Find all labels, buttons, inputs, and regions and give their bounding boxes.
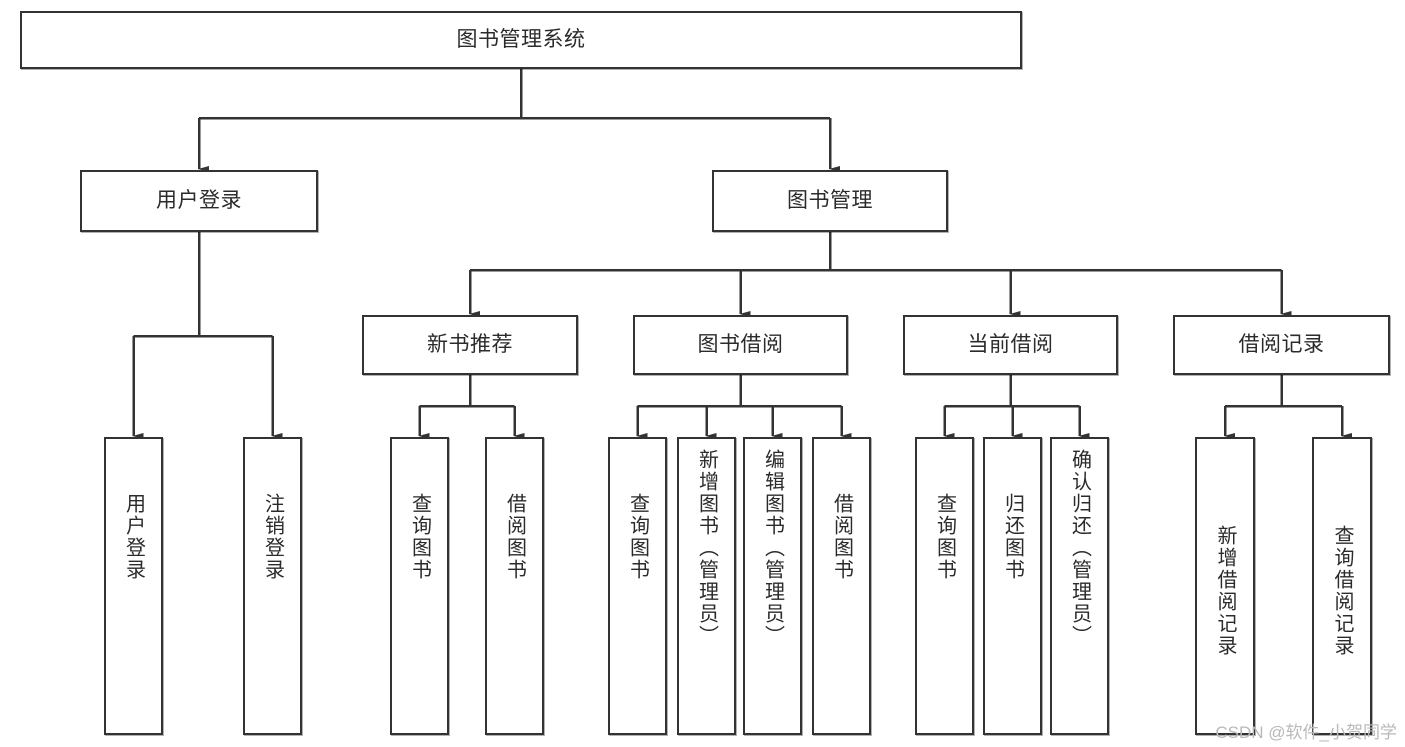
node-leaf-cur-3[interactable]: 确认归还（管理员） [1050, 437, 1109, 735]
node-label-borrow: 图书借阅 [697, 333, 784, 357]
node-label-bookmgr: 图书管理 [787, 189, 873, 213]
node-label-leaf-cur-1: 查询图书 [933, 493, 956, 581]
node-leaf-rec-2[interactable]: 查询借阅记录 [1312, 437, 1372, 735]
node-leaf-login-1[interactable]: 用户登录 [104, 437, 163, 735]
node-records[interactable]: 借阅记录 [1173, 315, 1390, 375]
node-login[interactable]: 用户登录 [80, 170, 318, 232]
node-root[interactable]: 图书管理系统 [20, 11, 1022, 69]
node-label-leaf-rec-1: 新增借阅记录 [1214, 525, 1236, 657]
node-label-leaf-new-1: 查询图书 [408, 493, 431, 581]
node-label-current: 当前借阅 [967, 333, 1054, 357]
node-leaf-new-1[interactable]: 查询图书 [390, 437, 449, 735]
node-label-leaf-cur-3: 确认归还（管理员） [1068, 449, 1091, 647]
node-label-leaf-bor-3: 编辑图书（管理员） [761, 449, 784, 647]
node-label-login: 用户登录 [156, 189, 242, 213]
node-label-leaf-new-2: 借阅图书 [503, 493, 526, 581]
node-label-leaf-bor-4: 借阅图书 [830, 493, 853, 581]
node-label-leaf-bor-1: 查询图书 [626, 493, 649, 581]
node-label-records: 借阅记录 [1238, 333, 1325, 357]
node-label-newbook: 新书推荐 [427, 333, 513, 357]
node-newbook[interactable]: 新书推荐 [362, 315, 578, 375]
node-leaf-bor-4[interactable]: 借阅图书 [812, 437, 871, 735]
node-borrow[interactable]: 图书借阅 [633, 315, 848, 375]
node-leaf-cur-2[interactable]: 归还图书 [983, 437, 1042, 735]
node-label-leaf-cur-2: 归还图书 [1001, 493, 1024, 581]
watermark-label: CSDN @软件_小贺同学 [1215, 723, 1397, 742]
node-leaf-login-2[interactable]: 注销登录 [243, 437, 302, 735]
node-leaf-new-2[interactable]: 借阅图书 [485, 437, 544, 735]
node-leaf-bor-1[interactable]: 查询图书 [608, 437, 667, 735]
node-leaf-cur-1[interactable]: 查询图书 [915, 437, 974, 735]
node-label-leaf-rec-2: 查询借阅记录 [1331, 525, 1353, 657]
node-leaf-bor-3[interactable]: 编辑图书（管理员） [743, 437, 802, 735]
node-label-leaf-login-2: 注销登录 [261, 493, 284, 581]
node-label-leaf-login-1: 用户登录 [122, 493, 145, 581]
node-leaf-rec-1[interactable]: 新增借阅记录 [1195, 437, 1255, 735]
edge-group [132, 69, 1352, 439]
node-label-root: 图书管理系统 [456, 28, 586, 52]
node-bookmgr[interactable]: 图书管理 [712, 170, 948, 232]
node-label-leaf-bor-2: 新增图书（管理员） [695, 449, 718, 647]
node-leaf-bor-2[interactable]: 新增图书（管理员） [677, 437, 736, 735]
node-current[interactable]: 当前借阅 [903, 315, 1118, 375]
